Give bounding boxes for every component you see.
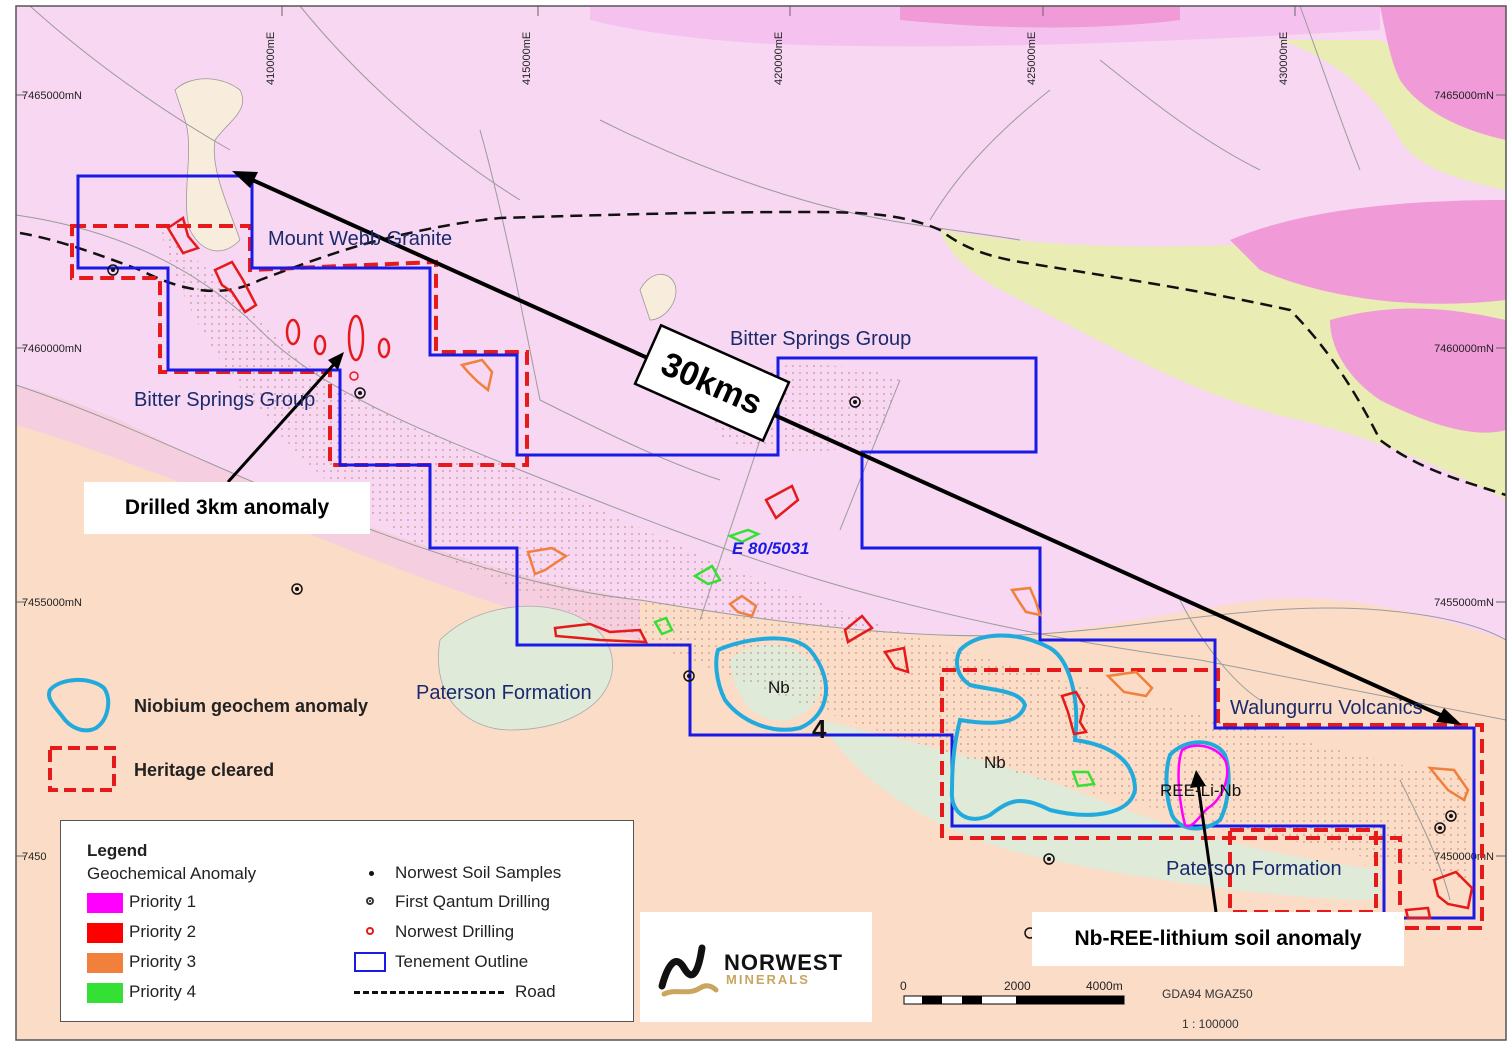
road-symbol xyxy=(354,991,504,994)
scale-tick: 0 xyxy=(900,979,907,993)
nb-label: Nb xyxy=(984,753,1006,772)
tenement-symbol xyxy=(354,952,386,972)
priority-4-label: Priority 4 xyxy=(129,982,197,1001)
granite-outcrop-2 xyxy=(639,273,677,321)
first-quantum-symbol xyxy=(366,897,374,905)
first-quantum-drill-holes xyxy=(107,264,1457,939)
easting-label: 425000mE xyxy=(1026,32,1038,85)
granite-unit-top xyxy=(590,6,1380,47)
distance-label-box: 30kms xyxy=(633,323,791,443)
niobium-key-label: Niobium geochem anomaly xyxy=(134,696,368,716)
label-paterson-right: Paterson Formation xyxy=(1166,858,1342,880)
easting-label: 410000mE xyxy=(265,32,277,85)
logo-name: NORWEST xyxy=(724,950,844,975)
easting-label: 420000mE xyxy=(773,32,785,85)
heritage-key-label: Heritage cleared xyxy=(134,760,274,780)
priority-3-swatch xyxy=(87,953,123,973)
priority-4-swatch xyxy=(87,983,123,1003)
norwest-logo: NORWEST MINERALS xyxy=(640,912,872,1022)
drilled-anomaly-text: Drilled 3km anomaly xyxy=(124,496,330,519)
northing-label: 7455000mN xyxy=(1434,597,1494,609)
priority-1-anomaly xyxy=(1177,744,1229,828)
granite-outcrop xyxy=(174,78,244,252)
road-label: Road xyxy=(515,982,556,1001)
northing-label: 7450 xyxy=(22,851,46,863)
niobium-key-symbol xyxy=(47,677,111,733)
first-quantum-label: First Qantum Drilling xyxy=(395,892,550,911)
priority-2-anomalies xyxy=(166,216,1474,920)
tenement-id-label: E 80/5031 xyxy=(732,539,810,558)
priority-1-swatch xyxy=(87,893,123,913)
legend-subtitle: Geochemical Anomaly xyxy=(87,864,257,883)
norwest-drilling-label: Norwest Drilling xyxy=(395,922,515,941)
magenta-unit-b xyxy=(1230,200,1506,304)
easting-label: 430000mE xyxy=(1278,32,1290,85)
map-frame xyxy=(15,5,1507,1041)
magenta-unit-c xyxy=(1330,308,1506,433)
soil-anomaly-callout: Nb-REE-lithium soil anomaly xyxy=(1032,912,1404,966)
priority-4-anomalies xyxy=(653,528,1096,788)
ree-li-nb-label: REE-Li-Nb xyxy=(1160,781,1241,800)
norwest-drilling-symbol xyxy=(366,927,374,935)
northing-label: 7450000mN xyxy=(1434,851,1494,863)
label-mount-webb-granite: Mount Webb Granite xyxy=(268,228,452,250)
first-quantum-drill-centers xyxy=(111,268,1453,861)
priority-3-anomalies xyxy=(459,358,1470,802)
norwest-drill-holes xyxy=(349,371,359,381)
northing-label: 7465000mN xyxy=(1434,90,1494,102)
scale-tick: 2000 xyxy=(1004,979,1031,993)
scale-bar: 0 2000 4000m GDA94 MGAZ50 1 : 100000 xyxy=(900,979,1253,1031)
priority-2-swatch xyxy=(87,923,123,943)
tenement-outline xyxy=(76,174,1476,920)
legend-panel: Legend Geochemical Anomaly Priority 1 Pr… xyxy=(60,820,634,1022)
nb-label: Nb xyxy=(768,678,790,697)
northing-label: 7460000mN xyxy=(22,343,82,355)
magenta-unit-a xyxy=(1380,6,1506,140)
niobium-anomalies xyxy=(714,633,1231,831)
soil-sample-label: Norwest Soil Samples xyxy=(395,863,562,882)
block-number-label: 4 xyxy=(812,714,827,744)
label-walungurru-volcanics: Walungurru Volcanics xyxy=(1230,697,1423,719)
magenta-unit-d xyxy=(900,6,1180,28)
paterson-unit-right xyxy=(820,720,1380,900)
soil-anomaly-text: Nb-REE-lithium soil anomaly xyxy=(1074,927,1362,950)
scale-ratio-label: 1 : 100000 xyxy=(1182,1017,1239,1031)
heritage-key-symbol xyxy=(48,746,116,792)
easting-labels: 410000mE 415000mE 420000mE 425000mE 4300… xyxy=(265,32,1290,85)
distance-arrow xyxy=(232,171,1462,725)
legend-title: Legend xyxy=(87,841,148,860)
datum-label: GDA94 MGAZ50 xyxy=(1162,987,1253,1001)
soil-sample-symbol xyxy=(369,871,374,876)
tenement-label: Tenement Outline xyxy=(395,952,529,971)
label-bitter-springs-left: Bitter Springs Group xyxy=(134,389,315,411)
heritage-cleared-areas xyxy=(70,224,1484,930)
northing-labels: 7465000mN 7460000mN 7455000mN 7450 74650… xyxy=(22,90,1494,863)
label-bitter-springs-center: Bitter Springs Group xyxy=(730,328,911,350)
priority-3-label: Priority 3 xyxy=(129,952,197,971)
callout-arrows xyxy=(226,352,1218,913)
northing-label: 7465000mN xyxy=(22,90,82,102)
drilled-anomaly-callout: Drilled 3km anomaly xyxy=(84,482,370,534)
road-line xyxy=(19,210,1507,497)
scale-tick: 4000m xyxy=(1086,979,1123,993)
logo-sub: MINERALS xyxy=(726,972,810,987)
map-grid-ticks xyxy=(16,6,1506,857)
norwest-logo-mark xyxy=(658,944,719,997)
priority-1-label: Priority 1 xyxy=(129,892,197,911)
easting-label: 415000mE xyxy=(521,32,533,85)
northing-label: 7460000mN xyxy=(1434,343,1494,355)
label-paterson-center: Paterson Formation xyxy=(416,682,592,704)
alluvial-corridor xyxy=(160,230,1470,880)
northing-label: 7455000mN xyxy=(22,597,82,609)
priority-2-label: Priority 2 xyxy=(129,922,197,941)
